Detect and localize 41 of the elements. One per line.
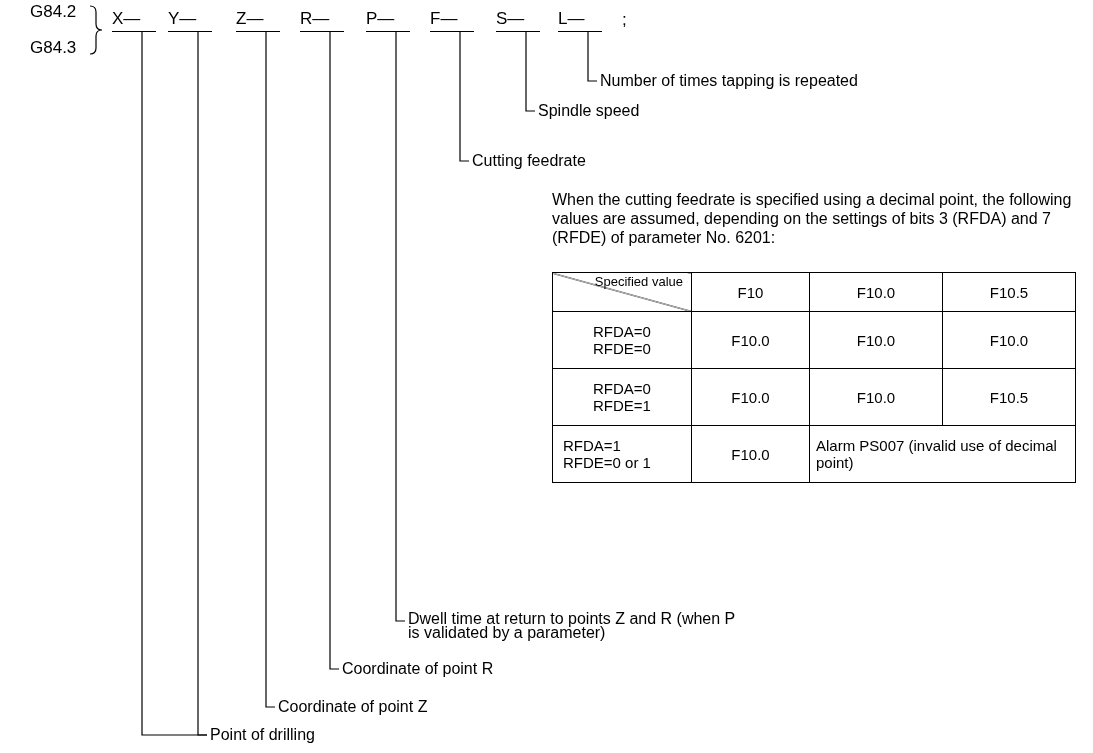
leader-line (265, 31, 276, 708)
leader-line (141, 31, 208, 736)
address-code: R— (300, 8, 344, 32)
header-cell: F10.5 (942, 272, 1076, 312)
address-code: L— (558, 8, 602, 32)
leader-line (587, 31, 598, 82)
note-paragraph: When the cutting feedrate is specified using a decimal point, the following values are assumed, depending on the settings of bits 3 (RFDA) and 7 (RFDE) of parameter No. 6201: (552, 190, 1072, 247)
table-cell: RFDA=0 RFDE=1 (552, 368, 692, 426)
g-code-label: G84.2 (30, 2, 77, 22)
leader-line (525, 31, 536, 112)
header-cell: F10 (691, 272, 810, 312)
description-text: Coordinate of point Z (278, 698, 428, 716)
description-text: Point of drilling (210, 726, 315, 744)
leader-line (329, 31, 340, 670)
address-code: S— (496, 8, 540, 32)
table-cell: F10.0 (691, 425, 810, 483)
table-cell: F10.0 (942, 311, 1076, 369)
g-code-label: G84.3 (30, 38, 77, 58)
address-code: P— (366, 8, 410, 32)
table-cell: F10.0 (809, 368, 943, 426)
table-cell: F10.5 (942, 368, 1076, 426)
table-cell: RFDA=0 RFDE=0 (552, 311, 692, 369)
header-cell: F10.0 (809, 272, 943, 312)
table-cell: Alarm PS007 (invalid use of decimal point) (809, 425, 1076, 483)
leader-line (459, 31, 470, 162)
description-text: Cutting feedrate (472, 152, 586, 170)
header-cell: Specified value (552, 272, 692, 312)
address-code: Z— (236, 8, 280, 32)
table-cell: F10.0 (809, 311, 943, 369)
block-end-symbol: ; (622, 10, 627, 30)
address-code: Y— (168, 8, 212, 32)
description-text: Coordinate of point R (342, 660, 494, 678)
table-cell: F10.0 (691, 368, 810, 426)
leader-line (395, 31, 406, 622)
table-cell: RFDA=1 RFDE=0 or 1 (552, 425, 692, 483)
table-cell: F10.0 (691, 311, 810, 369)
description-text: Dwell time at return to points Z and R (when P is validated by a parameter) (408, 612, 738, 640)
description-text: Spindle speed (538, 102, 640, 120)
address-code: X— (112, 8, 156, 32)
description-text: Number of times tapping is repeated (600, 72, 858, 90)
address-code: F— (430, 8, 474, 32)
